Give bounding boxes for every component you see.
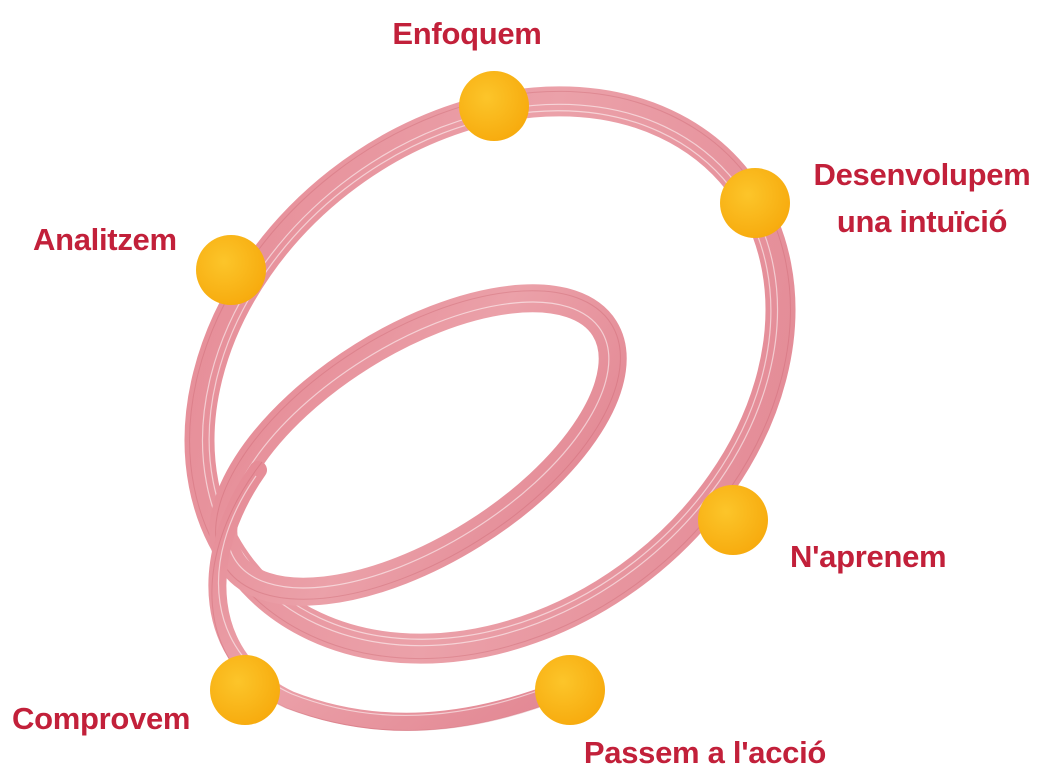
step-marker-desenvolupem: [720, 168, 790, 238]
label-analitzem: Analitzem: [33, 222, 177, 257]
inner-loop: [209, 284, 627, 606]
step-marker-enfoquem: [459, 71, 529, 141]
label-desenvolupem-line1: Desenvolupem: [814, 157, 1031, 192]
step-marker-passem: [535, 655, 605, 725]
label-passem: Passem a l'acció: [584, 735, 826, 770]
step-marker-naprenem: [698, 485, 768, 555]
yellow-dot-icon: [720, 168, 790, 238]
connecting-sweep: [208, 461, 569, 731]
yellow-dot-icon: [698, 485, 768, 555]
yellow-dot-icon: [459, 71, 529, 141]
label-comprovem: Comprovem: [12, 701, 190, 736]
yellow-dot-icon: [210, 655, 280, 725]
label-naprenem: N'aprenem: [790, 539, 946, 574]
yellow-dot-icon: [196, 235, 266, 305]
step-marker-comprovem: [210, 655, 280, 725]
yellow-dot-icon: [535, 655, 605, 725]
step-marker-analitzem: [196, 235, 266, 305]
label-enfoquem: Enfoquem: [392, 16, 541, 51]
label-desenvolupem-line2: una intuïció: [837, 204, 1007, 239]
